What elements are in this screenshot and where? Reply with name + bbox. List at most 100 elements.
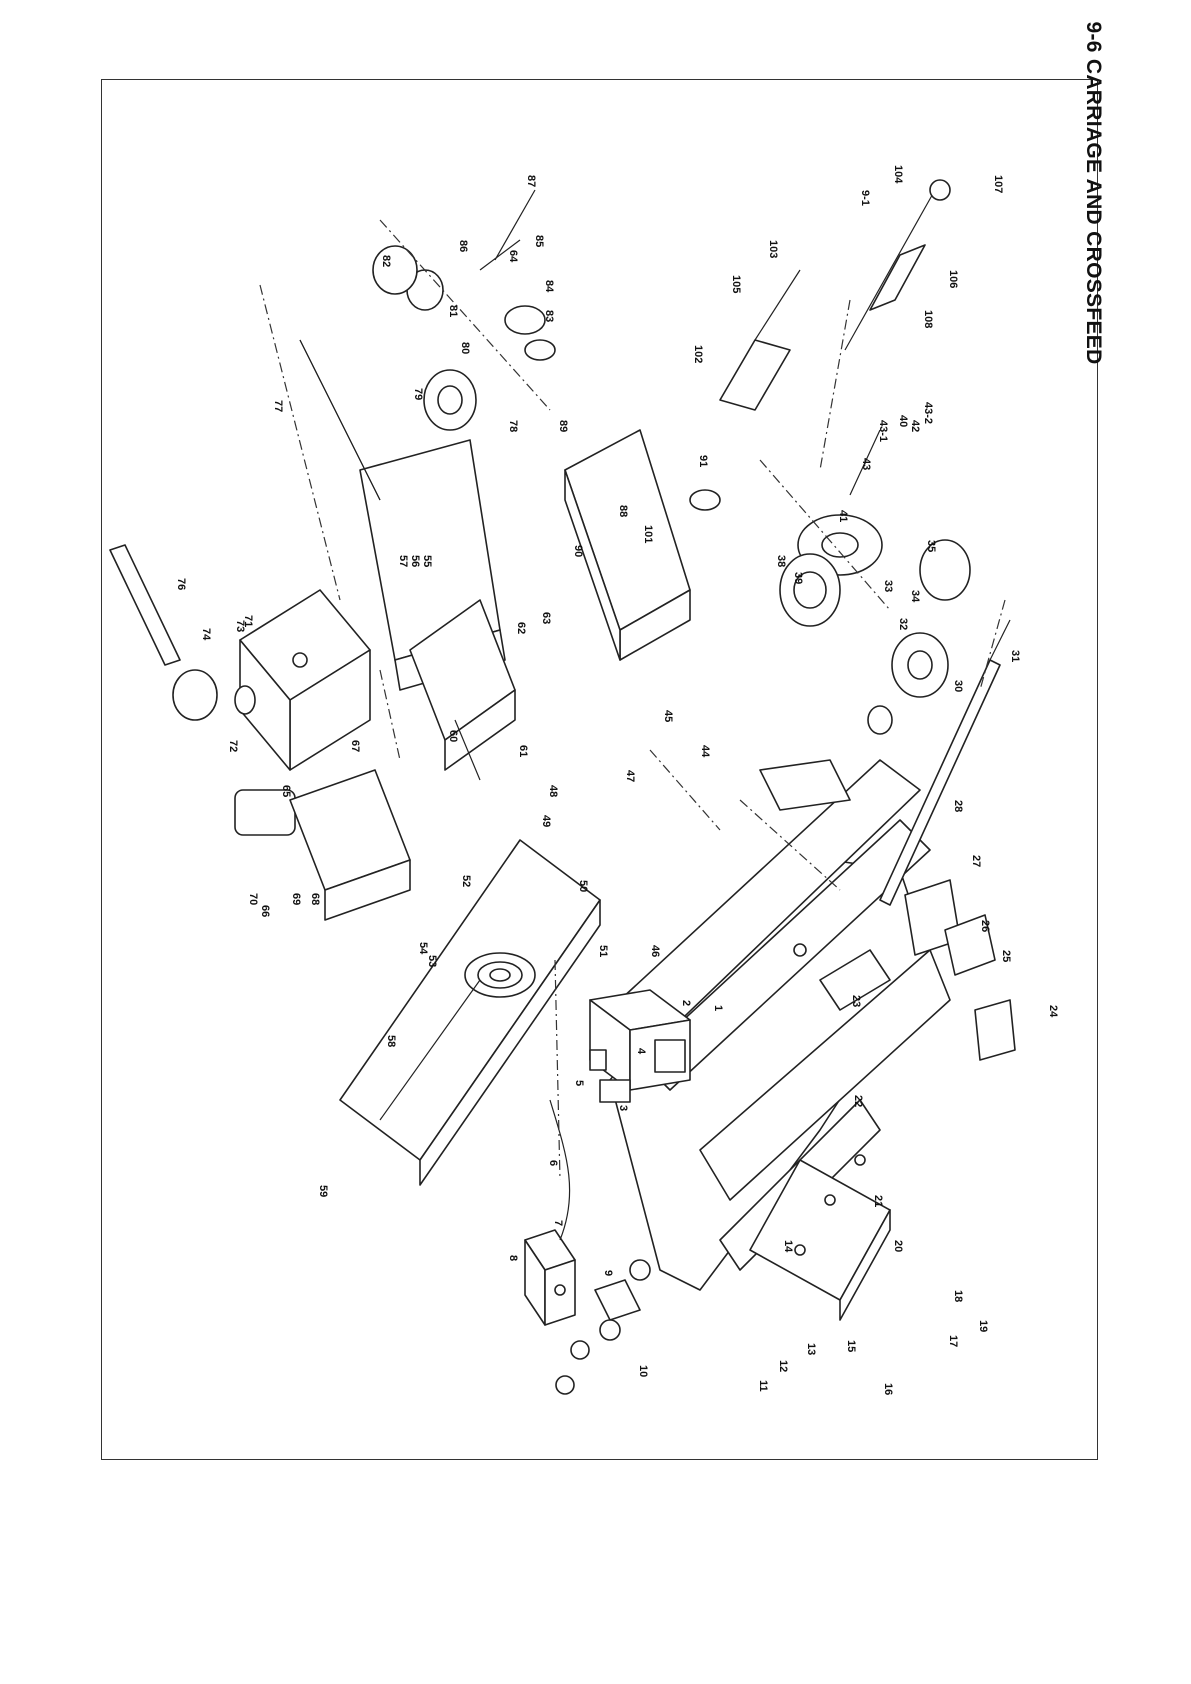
callout-label: 88 (617, 505, 629, 517)
callout-label: 16 (882, 1383, 894, 1395)
callout-label: 13 (805, 1343, 817, 1355)
callout-label: 91 (697, 455, 709, 467)
callout-label: 43-1 (877, 420, 889, 442)
callout-label: 4 (635, 1048, 647, 1055)
callout-label: 34 (909, 590, 921, 603)
diagram-frame (101, 79, 1098, 1460)
callout-label: 102 (692, 345, 704, 363)
callout-label: 31 (1009, 650, 1021, 662)
callout-label: 18 (952, 1290, 964, 1302)
callout-label: 55 (421, 555, 433, 567)
callout-label: 52 (460, 875, 472, 887)
callout-label: 2 (680, 1000, 692, 1006)
callout-label: 83 (543, 310, 555, 322)
callout-label: 65 (280, 785, 292, 797)
callout-label: 68 (309, 893, 321, 905)
callout-label: 21 (872, 1195, 884, 1207)
callout-label: 15 (845, 1340, 857, 1352)
assembly-lines (259, 219, 1006, 1181)
diagram-title: 9-6 CARRIAGE AND CROSSFEED (1082, 21, 1105, 364)
callout-label: 41 (837, 510, 849, 522)
tool-post-base (239, 589, 371, 771)
callout-label: 12 (777, 1360, 789, 1372)
callout-label: 61 (517, 745, 529, 757)
apron-slide-89 (564, 429, 721, 661)
compound-slide (359, 439, 516, 781)
callout-label: 24 (1047, 1005, 1059, 1018)
callout-label: 19 (977, 1320, 989, 1332)
callout-label: 73 (234, 620, 246, 632)
callout-label: 30 (952, 680, 964, 692)
title-text: 9-6 CARRIAGE AND CROSSFEED (1082, 20, 1105, 365)
callout-label: 46 (649, 945, 661, 957)
callout-label: 3 (617, 1105, 629, 1111)
callout-label: 22 (852, 1095, 864, 1107)
callout-label: 85 (533, 235, 545, 247)
slide-block-group (589, 989, 691, 1103)
gear-group-41 (779, 429, 971, 735)
callout-label: 69 (290, 893, 302, 905)
callout-label: 79 (412, 388, 424, 400)
callout-label: 23 (850, 995, 862, 1007)
callout-label: 60 (447, 730, 459, 742)
callout-label: 28 (952, 800, 964, 812)
callout-label: 70 (247, 893, 259, 905)
callout-label: 74 (200, 628, 212, 641)
callout-label: 14 (782, 1240, 794, 1253)
leadscrew-76 (299, 339, 381, 501)
callout-label: 58 (385, 1035, 397, 1047)
callout-label: 108 (922, 310, 934, 328)
callout-label: 50 (577, 880, 589, 892)
callout-label: 82 (380, 255, 392, 267)
callout-label: 26 (979, 920, 991, 932)
shaft-group-101 (719, 179, 951, 411)
post-65 (234, 769, 411, 921)
callout-label: 106 (947, 270, 959, 288)
oil-tube-6 (549, 1099, 571, 1241)
callout-label: 45 (662, 710, 674, 722)
callout-label: 77 (272, 400, 284, 412)
callouts: 1 2 3 4 5 6 7 8 9 10 11 12 13 14 15 16 1… (175, 165, 1059, 1395)
handle-74 (109, 544, 256, 721)
cross-slide (339, 839, 601, 1186)
callout-label: 20 (892, 1240, 904, 1252)
callout-label: 57 (397, 555, 409, 567)
callout-label: 10 (637, 1365, 649, 1377)
callout-label: 48 (547, 785, 559, 797)
callout-label: 38 (775, 555, 787, 567)
handwheel-group (372, 189, 556, 431)
callout-label: 39 (792, 572, 804, 584)
callout-label: 105 (730, 275, 742, 293)
feed-rod-28 (879, 619, 1011, 906)
callout-label: 27 (970, 855, 982, 867)
callout-label: 32 (897, 618, 909, 630)
callout-label: 64 (507, 250, 519, 263)
callout-label: 80 (459, 342, 471, 354)
callout-label: 6 (547, 1160, 559, 1166)
callout-label: 51 (597, 945, 609, 957)
callout-label: 86 (457, 240, 469, 252)
callout-label: 40 (897, 415, 909, 427)
callout-label: 66 (259, 905, 271, 917)
clamp-blocks (904, 879, 1016, 1061)
callout-label: 44 (699, 745, 711, 758)
callout-label: 72 (227, 740, 239, 752)
callout-label: 43 (860, 458, 872, 470)
callout-label: 47 (624, 770, 636, 782)
callout-label: 5 (573, 1080, 585, 1086)
callout-label: 59 (317, 1185, 329, 1197)
callout-label: 63 (540, 612, 552, 624)
callout-label: 78 (507, 420, 519, 432)
bearing-group-9 (555, 1259, 651, 1395)
callout-label: 7 (552, 1220, 564, 1226)
callout-label: 103 (767, 240, 779, 258)
callout-label: 9-1 (859, 190, 871, 206)
callout-label: 42 (909, 420, 921, 432)
part-block-8 (524, 1229, 576, 1326)
callout-label: 25 (1000, 950, 1012, 962)
callout-label: 62 (515, 622, 527, 634)
callout-label: 54 (417, 942, 429, 955)
callout-label: 33 (882, 580, 894, 592)
callout-label: 89 (557, 420, 569, 432)
